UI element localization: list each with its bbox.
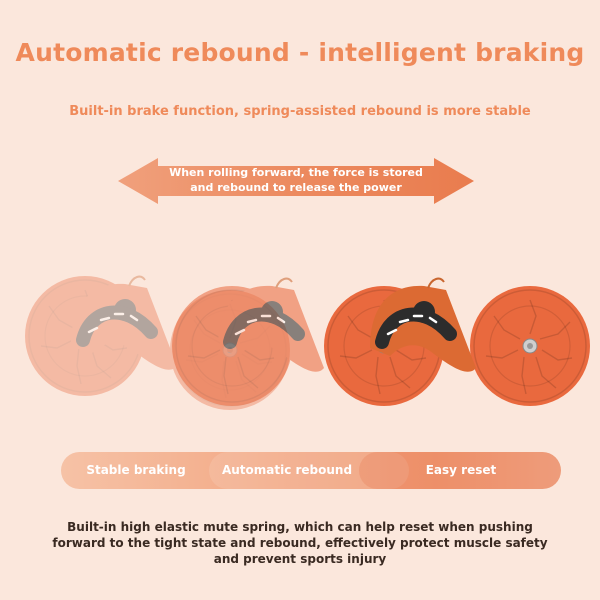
feature-bar: Stable braking Automatic rebound Easy re… bbox=[61, 452, 561, 489]
feature-segment-highlight bbox=[359, 452, 561, 489]
headline-subtitle: Built-in brake function, spring-assisted… bbox=[69, 104, 531, 119]
roller-sequence-illustration bbox=[0, 236, 600, 436]
ab-roller-illustration bbox=[24, 236, 591, 411]
headline-title: Automatic rebound - intelligent braking bbox=[15, 38, 585, 67]
roller-phase-3 bbox=[323, 279, 591, 407]
feature-automatic-rebound: Automatic rebound bbox=[221, 463, 353, 477]
feature-easy-reset: Easy reset bbox=[425, 463, 497, 477]
arrow-caption-line-2: and rebound to release the power bbox=[190, 181, 402, 194]
roller-phase-2 bbox=[171, 279, 324, 407]
arrow-caption: When rolling forward, the force is store… bbox=[148, 165, 444, 195]
product-description: Built-in high elastic mute spring, which… bbox=[40, 519, 560, 567]
double-arrow-banner: When rolling forward, the force is store… bbox=[118, 158, 474, 204]
feature-stable-braking: Stable braking bbox=[86, 463, 186, 477]
feature-segment-divider bbox=[209, 452, 409, 489]
description-line-1: Built-in high elastic mute spring, which… bbox=[67, 520, 533, 534]
description-line-2: forward to the tight state and rebound, … bbox=[52, 536, 548, 550]
arrow-caption-line-1: When rolling forward, the force is store… bbox=[169, 166, 423, 179]
description-line-3: and prevent sports injury bbox=[213, 552, 387, 566]
double-arrow-icon bbox=[118, 158, 474, 204]
